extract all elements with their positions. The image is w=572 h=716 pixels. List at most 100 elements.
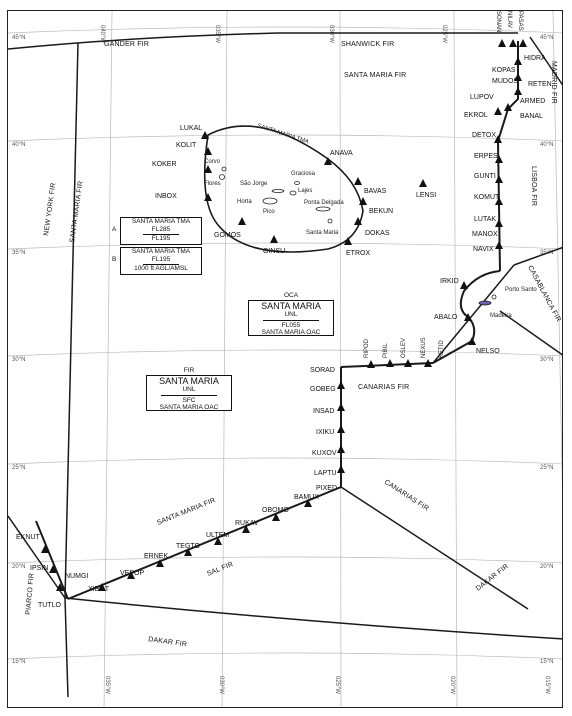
- fir-upper: UNL: [182, 386, 196, 394]
- waypoint-label: IPSIN: [30, 565, 48, 572]
- triangle-icon: [386, 359, 394, 367]
- waypoint-label: NUMGI: [65, 573, 88, 580]
- lat-label: 15°N: [540, 659, 553, 665]
- lon-label: 030°W: [328, 25, 334, 43]
- waypoint-label: RETEN: [528, 81, 552, 88]
- waypoint-label: BAMUX: [294, 494, 319, 501]
- fir-boundary-nw-spur: [8, 515, 66, 599]
- lat-line-45: [8, 26, 562, 34]
- waypoint-label: KOLIT: [176, 142, 197, 149]
- fir-label-gander: GANDER FIR: [104, 41, 149, 48]
- triangle-icon: [214, 537, 222, 545]
- tma-box-tag: B: [112, 256, 117, 263]
- triangle-icon: [337, 465, 345, 473]
- waypoint-label: DETOX: [472, 132, 496, 139]
- place-label: Santa Maria: [306, 230, 339, 236]
- place-label: Pico: [263, 209, 275, 215]
- fir-label-canarias-2: CANARIAS FIR: [383, 479, 430, 513]
- waypoint-label: EKNUT: [16, 534, 40, 541]
- triangle-icon: [504, 103, 512, 111]
- waypoint-label: TEGTO: [176, 543, 201, 550]
- fir-label-new-york: NEW YORK FIR: [43, 182, 57, 236]
- lat-label: 30°N: [540, 357, 553, 363]
- tma-circuit: [203, 125, 364, 253]
- fir-caption: FIR: [183, 367, 195, 374]
- fir-boundary-south: [64, 597, 562, 640]
- map-frame: 45°N 45°N 40°N 40°N 35°N 35°N 30°N 30°N …: [7, 10, 563, 708]
- waypoint-label: LUPOV: [470, 94, 494, 101]
- place-label: Lajes: [298, 188, 312, 194]
- triangle-icon: [464, 313, 472, 321]
- fir-boundary-east: [513, 246, 562, 266]
- island-pico-faial: [262, 197, 278, 205]
- fir-boundaries: [8, 32, 562, 698]
- waypoint-label: RUKAV: [235, 520, 259, 527]
- triangle-icon: [498, 39, 506, 47]
- lon-label: 040°W: [99, 25, 105, 43]
- triangle-icon: [519, 39, 527, 47]
- fir-box: FIR SANTA MARIA UNL SFC SANTA MARIA OAC: [146, 367, 232, 411]
- waypoint-label: GOMOS: [214, 232, 241, 239]
- place-label: Horta: [237, 199, 252, 205]
- waypoint-label: BEKUN: [369, 208, 393, 215]
- waypoint-label: RIPOD: [364, 338, 370, 358]
- triangle-icon: [404, 359, 412, 367]
- waypoint-label: GUNTI: [474, 173, 496, 180]
- fir-lower: SFC: [182, 396, 196, 404]
- triangle-icon: [324, 157, 332, 165]
- triangle-icon: [344, 237, 352, 245]
- triangle-icon: [494, 107, 502, 115]
- triangle-icon: [495, 219, 503, 227]
- waypoint-label: ARMED: [520, 98, 545, 105]
- place-label: Madeira: [490, 313, 512, 319]
- tma-box-title: SANTA MARIA TMA: [131, 248, 191, 255]
- island-sao-jorge: [271, 189, 285, 193]
- oca-lower: FL055: [281, 321, 301, 329]
- triangle-icon: [204, 193, 212, 201]
- waypoint-label: MUDOS: [492, 78, 518, 85]
- lat-label: 20°N: [540, 564, 553, 570]
- lat-label: 35°N: [12, 250, 25, 256]
- oca-caption: OCA: [283, 292, 299, 299]
- waypoint-label: LUTAK: [474, 216, 496, 223]
- triangle-icon: [468, 337, 476, 345]
- triangle-icon: [98, 583, 106, 591]
- island-porto-santo: [491, 294, 497, 300]
- map-canvas: 45°N 45°N 40°N 40°N 35°N 35°N 30°N 30°N …: [8, 11, 562, 707]
- fir-label-lisboa: LISBOA FIR: [530, 166, 537, 206]
- lat-label: 40°N: [12, 142, 25, 148]
- islands: [219, 166, 497, 306]
- oca-name: SANTA MARIA: [261, 301, 321, 311]
- place-label: Graciosa: [291, 171, 316, 177]
- route-madeira-arc: [432, 270, 501, 364]
- waypoint-label: OBOMO: [262, 507, 289, 514]
- waypoint-label: TUTLO: [38, 602, 62, 609]
- fir-label-sal: SAL FIR: [206, 561, 234, 578]
- waypoint-label: ANAVA: [330, 150, 353, 157]
- triangle-icon: [201, 131, 209, 139]
- waypoint-label: BAVAS: [364, 188, 387, 195]
- lon-line-030: [339, 11, 342, 707]
- waypoint-label: LUKAL: [180, 125, 202, 132]
- triangle-icon: [242, 525, 250, 533]
- waypoint-label: LAPTU: [314, 470, 337, 477]
- fir-label-santa-maria-left: SANTA MARIA FIR: [69, 181, 85, 244]
- oca-upper: UNL: [284, 311, 298, 319]
- waypoint-label: PIXED: [316, 485, 337, 492]
- tma-box-lower: FL195: [151, 234, 171, 242]
- lat-label: 25°N: [540, 465, 553, 471]
- route-west-vertical: [35, 520, 69, 600]
- triangle-icon: [238, 217, 246, 225]
- waypoint-labels: LUKAL KOLIT KOKER INBOX GOMOS GINSU ETRO…: [16, 11, 552, 609]
- lon-line-040: [103, 11, 113, 707]
- triangle-icon: [424, 359, 432, 367]
- waypoint-label: GOBEG: [310, 386, 336, 393]
- waypoint-label: SORAD: [310, 367, 335, 374]
- route-east-vertical: [496, 41, 519, 272]
- island-santa-maria: [327, 218, 333, 224]
- waypoint-label: KOPAS: [492, 67, 516, 74]
- triangle-icon: [495, 175, 503, 183]
- island-graciosa: [294, 181, 300, 185]
- triangle-icon: [127, 571, 135, 579]
- triangle-icon: [337, 425, 345, 433]
